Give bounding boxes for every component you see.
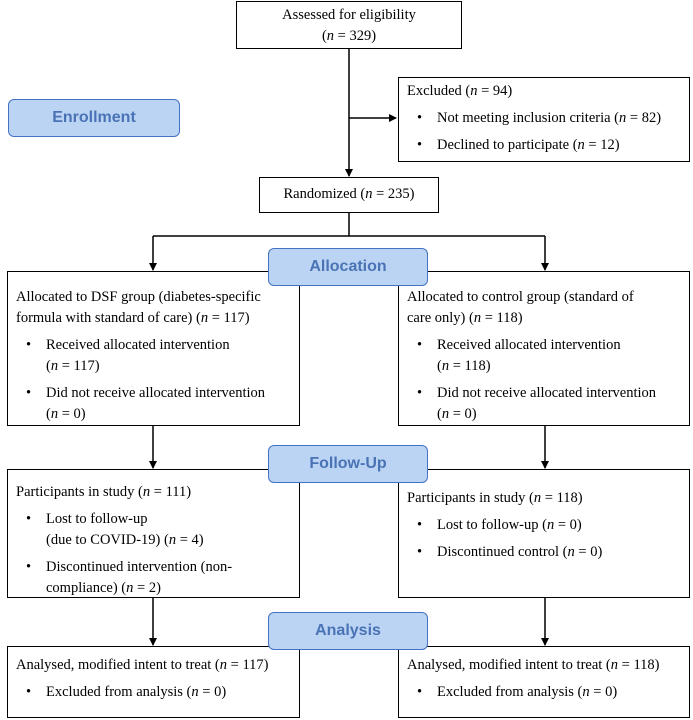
analysis-control-box: Analysed, modified intent to treat (n = … [398, 646, 690, 718]
list-item: Received allocated intervention(n = 118) [407, 335, 681, 377]
assessed-box: Assessed for eligibility (n = 329) [236, 1, 462, 49]
stage-allocation: Allocation [268, 248, 428, 286]
list-item: Declined to participate (n = 12) [407, 135, 681, 156]
excluded-box: Excluded (n = 94) Not meeting inclusion … [398, 77, 690, 162]
stage-enrollment: Enrollment [8, 99, 180, 137]
list-item: Not meeting inclusion criteria (n = 82) [407, 108, 681, 129]
stage-followup: Follow-Up [268, 445, 428, 483]
followup-control-box: Participants in study (n = 118) Lost to … [398, 469, 690, 598]
followup-dsf-box: Participants in study (n = 111) Lost to … [7, 469, 300, 598]
list-item: Discontinued intervention (non-complianc… [16, 557, 291, 599]
list-item: Excluded from analysis (n = 0) [407, 682, 681, 703]
list-item: Discontinued control (n = 0) [407, 542, 681, 563]
randomized-box: Randomized (n = 235) [259, 177, 439, 213]
analysis-dsf-box: Analysed, modified intent to treat (n = … [7, 646, 300, 718]
list-item: Did not receive allocated intervention(n… [16, 383, 291, 425]
allocation-control-box: Allocated to control group (standard of … [398, 271, 690, 426]
stage-analysis: Analysis [268, 612, 428, 650]
list-item: Lost to follow-up(due to COVID-19) (n = … [16, 509, 291, 551]
list-item: Received allocated intervention(n = 117) [16, 335, 291, 377]
list-item: Lost to follow-up (n = 0) [407, 515, 681, 536]
list-item: Did not receive allocated intervention(n… [407, 383, 681, 425]
excluded-title: Excluded [407, 83, 462, 99]
list-item: Excluded from analysis (n = 0) [16, 682, 291, 703]
assessed-n: 329 [349, 28, 372, 44]
assessed-title: Assessed for eligibility [282, 7, 416, 23]
allocation-dsf-box: Allocated to DSF group (diabetes-specifi… [7, 271, 300, 426]
